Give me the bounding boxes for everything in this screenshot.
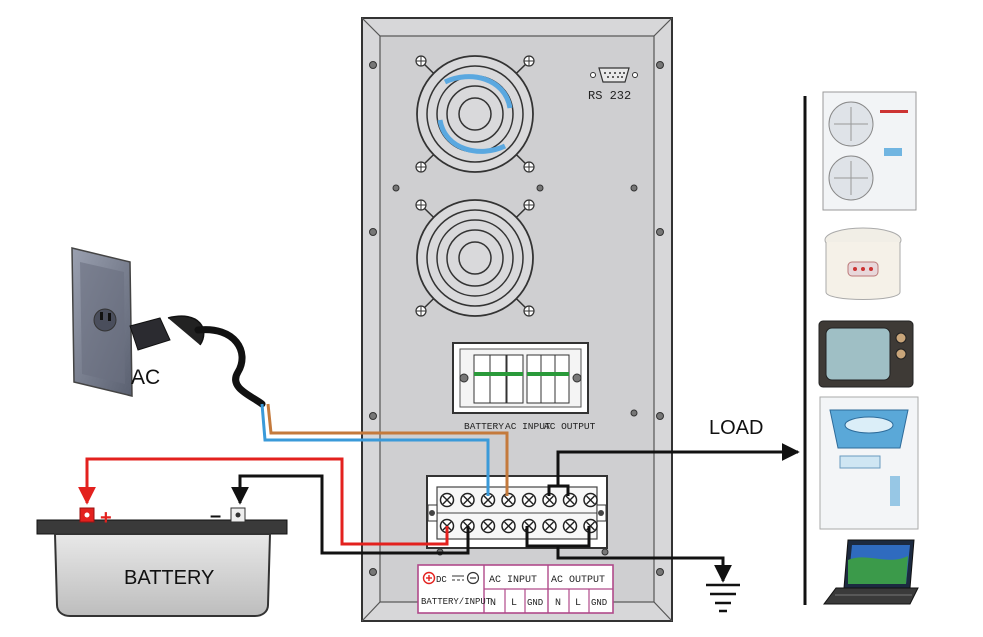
- wire-ac-line: [266, 403, 509, 496]
- tv-icon: [818, 320, 914, 388]
- air-conditioner-icon: [822, 91, 917, 211]
- fan-bottom: [415, 199, 535, 317]
- terminal-gnd2-label: GND: [591, 598, 607, 608]
- terminal-ac-output-label: AC OUTPUT: [551, 575, 605, 586]
- terminal-battery-input-label: BATTERY/INPUT: [421, 597, 492, 607]
- terminal-ac-input-label: AC INPUT: [489, 575, 537, 586]
- battery-label: BATTERY: [124, 567, 214, 589]
- terminal-block: [426, 475, 608, 549]
- fan-top: [415, 55, 535, 173]
- terminal-screw-slot: [545, 495, 554, 505]
- terminal-screws: [439, 492, 598, 534]
- terminal-dc-label: DC: [436, 575, 447, 585]
- breaker-label-ac-output: AC OUTPUT: [544, 421, 596, 432]
- terminal-screw-slot: [504, 521, 513, 531]
- terminal-gnd1-label: GND: [527, 598, 543, 608]
- laptop-icon: [823, 539, 919, 605]
- breaker-switches[interactable]: [473, 354, 570, 404]
- wire-ac-neutral: [260, 403, 490, 496]
- rice-cooker-icon: [824, 227, 902, 300]
- terminal-screw-slot: [483, 521, 493, 531]
- terminal-l2-label: L: [575, 598, 581, 609]
- rs232-port[interactable]: [590, 67, 638, 83]
- wire-load-line: [556, 443, 800, 486]
- washing-machine-icon: [819, 396, 919, 530]
- terminal-screw-slot: [442, 495, 452, 505]
- terminal-screw-slot: [524, 495, 534, 505]
- ground-icon: [706, 583, 740, 613]
- terminal-screw-slot: [545, 521, 554, 531]
- terminal-label-strip: [417, 564, 614, 614]
- terminal-screw-slot: [504, 495, 513, 505]
- panel-screws: [369, 61, 664, 576]
- battery-minus-sign: –: [210, 505, 221, 527]
- battery-icon: [36, 507, 288, 617]
- terminal-screw-slot: [463, 495, 472, 505]
- terminal-screw-slot: [586, 495, 595, 505]
- ac-cord: [194, 326, 266, 408]
- terminal-n1-label: N: [490, 598, 496, 609]
- terminal-n2-label: N: [555, 598, 561, 609]
- wall-outlet: [71, 247, 133, 397]
- breaker-label-battery: BATTERY: [464, 421, 504, 432]
- terminal-screw-slot: [483, 495, 493, 505]
- wire-battery-negative: [231, 474, 470, 555]
- battery-plus-sign: +: [100, 507, 112, 529]
- breaker-label-ac-input: AC INPUT: [505, 421, 551, 432]
- terminal-screw-slot: [565, 521, 575, 531]
- rs232-label: RS 232: [588, 89, 631, 103]
- plug-icon: [129, 315, 205, 351]
- wire-ground: [556, 546, 732, 583]
- wire-battery-positive: [78, 457, 449, 546]
- ac-label: AC: [131, 366, 160, 389]
- terminal-screw-slot: [565, 495, 575, 505]
- load-label: LOAD: [709, 417, 763, 439]
- terminal-l1-label: L: [511, 598, 517, 609]
